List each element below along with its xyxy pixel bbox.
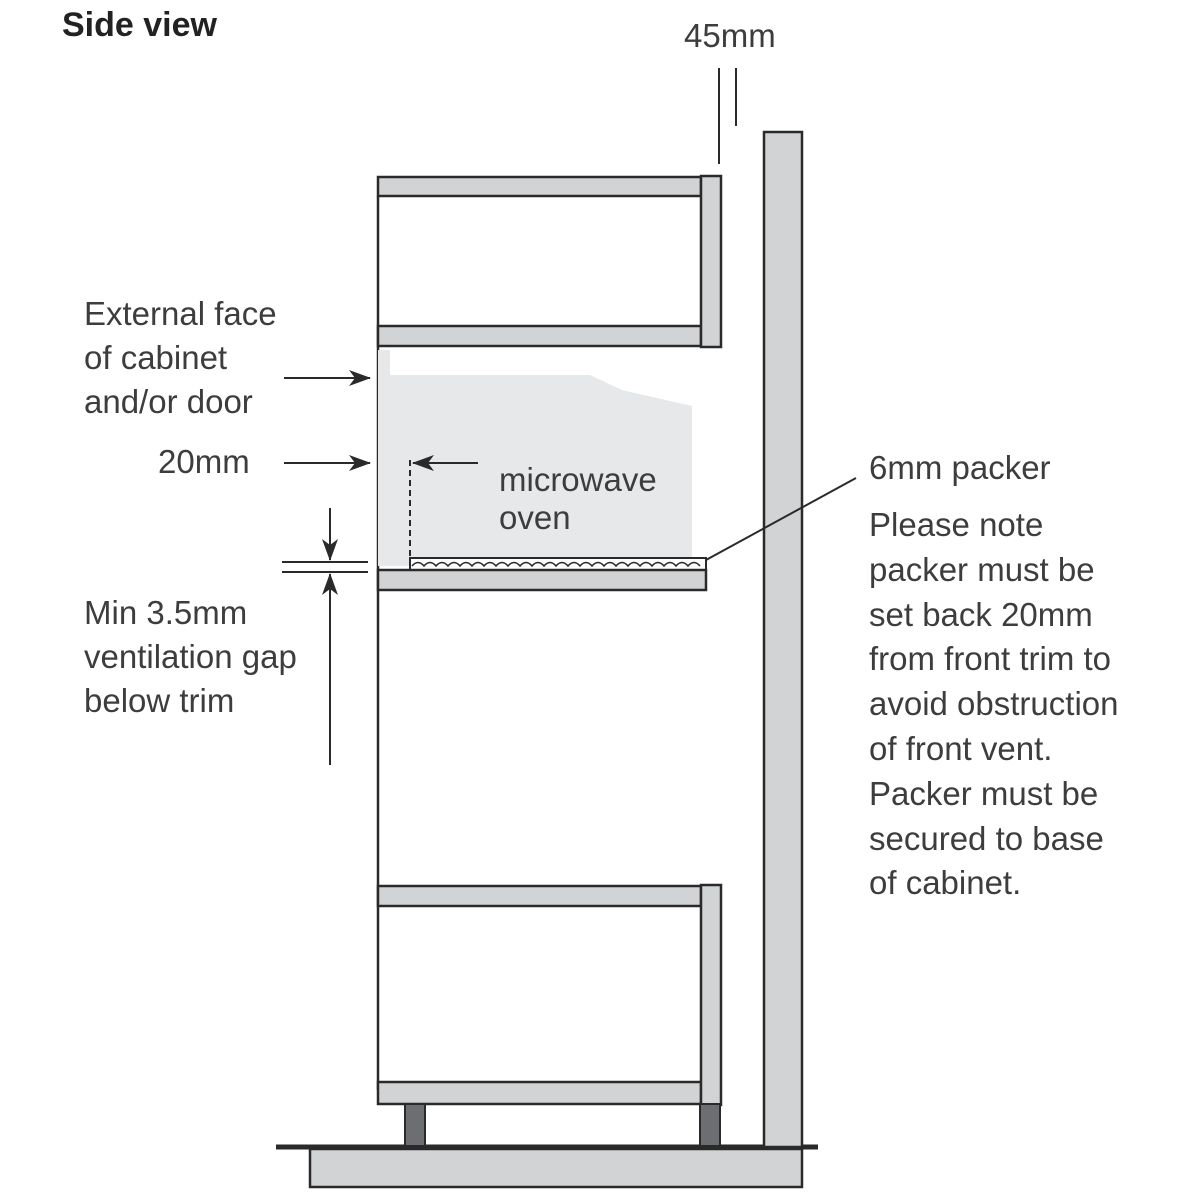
packer-note-line: Please note bbox=[869, 506, 1044, 543]
packer-note-line: secured to base bbox=[869, 819, 1104, 857]
upper-cabinet bbox=[376, 174, 723, 349]
lower-cabinet bbox=[376, 883, 723, 1107]
packer-leader-line bbox=[705, 477, 857, 561]
external-face-label: External face of cabinet and/or door bbox=[84, 292, 277, 424]
microwave-line: microwave bbox=[499, 461, 657, 498]
diagram-title: Side view bbox=[62, 6, 217, 44]
upper-cabinet-bottom-panel bbox=[376, 324, 703, 348]
ventilation-gap-label: Min 3.5mm ventilation gap below trim bbox=[84, 591, 297, 723]
shelf-panel bbox=[376, 568, 708, 592]
microwave-trim-strip bbox=[378, 350, 390, 566]
setback-20-label: 20mm bbox=[158, 443, 250, 480]
packer-note-line: avoid obstruction bbox=[869, 685, 1119, 723]
cabinet-leg-front bbox=[404, 1103, 426, 1147]
cabinet-leg-back bbox=[699, 1103, 721, 1147]
packer-note-line: of cabinet. bbox=[869, 864, 1022, 902]
packer-note-line: packer must be bbox=[869, 550, 1095, 588]
microwave-oven-body bbox=[382, 350, 692, 566]
gap-45-label: 45mm bbox=[684, 17, 776, 54]
ventilation-line: Min 3.5mm bbox=[84, 594, 248, 631]
packer bbox=[409, 557, 707, 571]
external-face-line: of cabinet bbox=[84, 339, 228, 376]
packer-note-line: from front trim to bbox=[869, 640, 1112, 678]
microwave-oven-label: microwave oven bbox=[499, 461, 657, 537]
lower-cabinet-top-panel bbox=[376, 884, 703, 908]
packer-note-line: Packer must be bbox=[869, 774, 1099, 812]
packer-note: Please note packer must be set back 20mm… bbox=[869, 503, 1118, 906]
packer-hatch bbox=[411, 561, 701, 568]
microwave-line: oven bbox=[499, 499, 571, 536]
lower-cabinet-bottom-panel bbox=[376, 1080, 703, 1106]
lower-cabinet-back-panel bbox=[699, 883, 723, 1107]
packer-label: 6mm packer bbox=[869, 449, 1051, 486]
ventilation-line: below trim bbox=[84, 682, 235, 719]
packer-note-line: set back 20mm bbox=[869, 595, 1093, 633]
floor bbox=[276, 1144, 818, 1189]
external-face-line: and/or door bbox=[84, 383, 253, 420]
back-wall bbox=[762, 130, 804, 1149]
ventilation-gap-dimension bbox=[282, 508, 368, 765]
upper-cabinet-back-panel bbox=[699, 174, 723, 349]
packer-note-line: of front vent. bbox=[869, 729, 1053, 767]
external-face-line: External face bbox=[84, 295, 277, 332]
upper-cabinet-top-panel bbox=[376, 175, 703, 198]
floor-plinth bbox=[308, 1147, 804, 1189]
ventilation-line: ventilation gap bbox=[84, 638, 297, 675]
